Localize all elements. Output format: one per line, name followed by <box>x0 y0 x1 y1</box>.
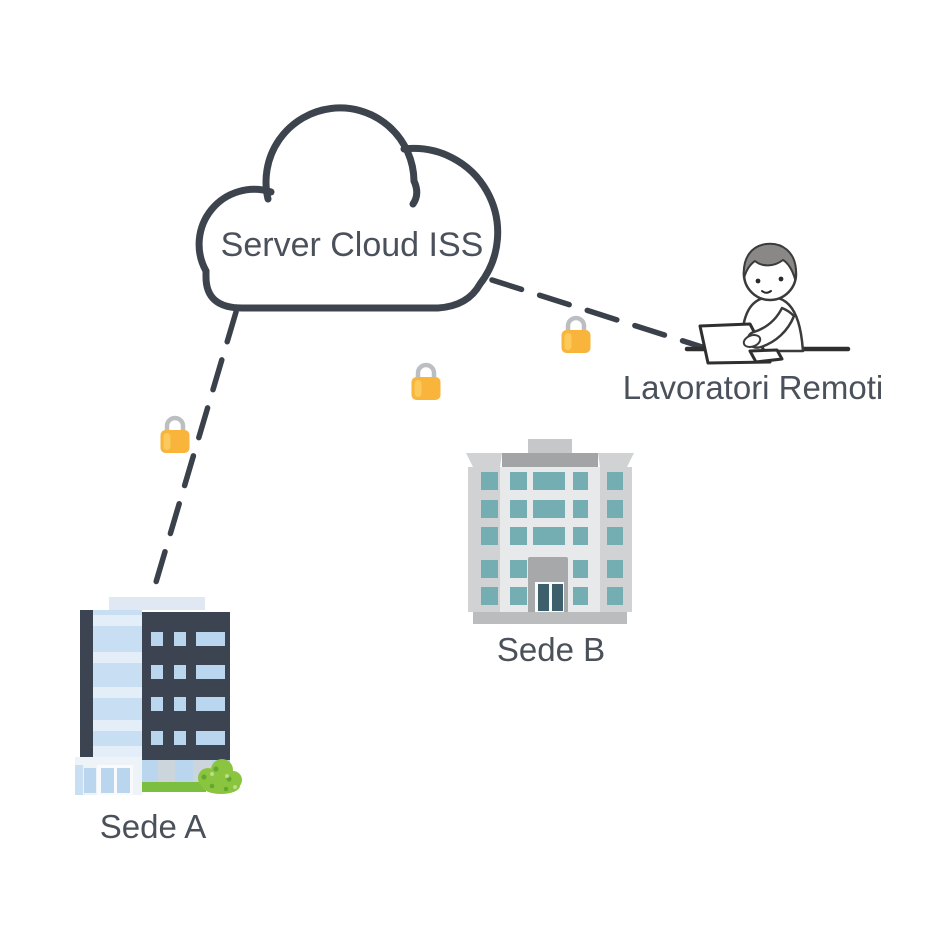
cloud-icon <box>195 104 502 312</box>
vpn-link-cloud-to-remote <box>489 277 705 350</box>
left-eye <box>755 278 761 284</box>
rooftop-box <box>528 439 572 454</box>
sede-a-glass-stripes <box>93 615 142 757</box>
sede-a-windows <box>151 632 225 745</box>
vpn-link-cloud-to-sede-a <box>148 309 239 602</box>
hedge <box>142 782 206 792</box>
right-eye <box>778 276 784 282</box>
office-building-sede-b-icon <box>466 439 634 624</box>
hair <box>742 242 797 280</box>
remote-worker-figure <box>684 242 851 365</box>
sede-b-label: Sede B <box>497 631 605 668</box>
office-building-sede-a-icon <box>75 597 242 795</box>
mouth <box>761 290 772 294</box>
sede-b-windows <box>481 472 623 605</box>
cloud-label: Server Cloud ISS <box>221 226 484 264</box>
lavoratori-remoti-label: Lavoratori Remoti <box>623 369 883 406</box>
sede-a-label: Sede A <box>100 808 206 845</box>
hand <box>742 334 762 348</box>
bush-icon <box>198 759 242 794</box>
